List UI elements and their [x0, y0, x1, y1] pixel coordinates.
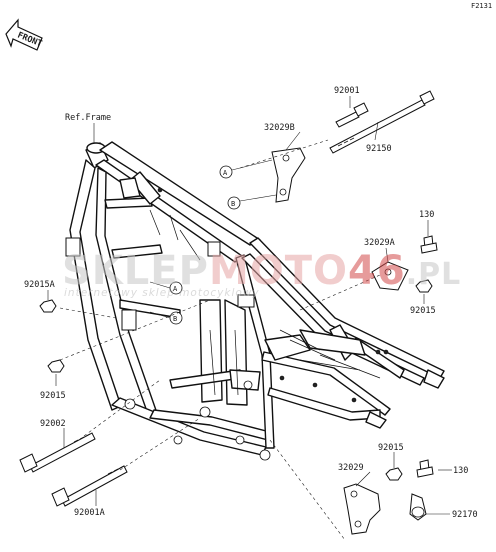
- bolt-130-bottom: [416, 459, 434, 478]
- bolt-92002: [19, 432, 96, 473]
- bolt-92001a: [51, 465, 128, 507]
- callout-b-top: B: [227, 194, 277, 210]
- label-130-bottom: 130: [453, 466, 468, 476]
- front-arrow-icon: FRONT: [5, 18, 43, 51]
- watermark-brand-suffix: .PL: [406, 257, 462, 292]
- label-32029a: 32029A: [364, 238, 395, 248]
- bracket-32029: [343, 483, 381, 535]
- watermark-brand-left: SKLEP: [62, 248, 209, 294]
- bracket-32029b: [271, 147, 306, 203]
- nut-92015-bottom: [385, 467, 403, 481]
- svg-text:B: B: [173, 315, 177, 323]
- nut-92015-right: [415, 279, 433, 293]
- bolt-92001: [335, 102, 369, 128]
- label-92015-right: 92015: [410, 306, 436, 316]
- label-32029b: 32029B: [264, 123, 295, 133]
- label-130-top: 130: [419, 210, 434, 220]
- motorcycle-frame: [65, 141, 445, 461]
- label-92170: 92170: [452, 510, 478, 520]
- watermark-brand-number: 46: [348, 248, 406, 294]
- label-92015a: 92015A: [24, 280, 55, 290]
- diagram-code: F2131: [471, 2, 492, 10]
- leader-lines: [47, 96, 452, 541]
- watermark: SKLEPMOTO46.PL internetowy sklep motocyk…: [62, 248, 461, 299]
- svg-text:B: B: [231, 200, 235, 208]
- watermark-brand-middle: MOTO: [209, 248, 348, 294]
- label-92001a: 92001A: [74, 508, 105, 518]
- svg-text:A: A: [223, 169, 228, 177]
- nut-92015a: [39, 299, 57, 313]
- label-92150: 92150: [366, 144, 392, 154]
- callout-b-frame: B: [169, 311, 183, 325]
- label-92015-left: 92015: [40, 391, 66, 401]
- label-92001: 92001: [334, 86, 360, 96]
- svg-text:SKLEPMOTO46.PL: SKLEPMOTO46.PL: [62, 248, 461, 294]
- ref-frame-label: Ref.Frame: [65, 113, 111, 123]
- nut-92015-left: [47, 359, 65, 373]
- label-92002: 92002: [40, 419, 66, 429]
- callout-a-top: A: [219, 159, 273, 179]
- clamp-92170: [409, 493, 427, 521]
- bolt-130-top: [420, 235, 438, 254]
- label-32029: 32029: [338, 463, 364, 473]
- bracket-32029a: [371, 261, 409, 291]
- watermark-tagline: internetowy sklep motocyklowy: [64, 287, 260, 299]
- label-92015-bottom: 92015: [378, 443, 404, 453]
- svg-text:A: A: [173, 285, 178, 293]
